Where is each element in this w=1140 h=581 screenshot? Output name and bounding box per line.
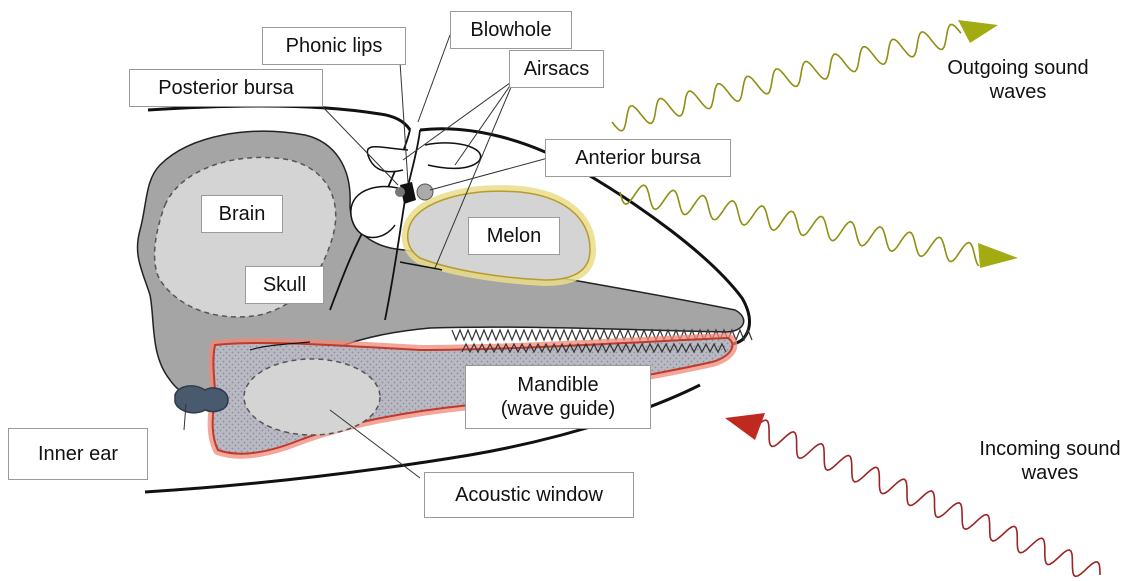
label-inner-ear: Inner ear — [8, 428, 148, 480]
posterior-bursa-shape — [395, 187, 405, 197]
outgoing-arrow-lower — [978, 243, 1018, 268]
label-brain: Brain — [201, 195, 283, 233]
label-mandible: Mandible(wave guide) — [465, 365, 651, 429]
inner-ear-shape — [175, 386, 228, 413]
outgoing-wave-upper — [612, 25, 961, 131]
outgoing-wave-lower — [620, 185, 979, 266]
outgoing-arrow-upper — [958, 20, 998, 43]
anterior-bursa-shape — [417, 184, 433, 200]
label-acoustic-window: Acoustic window — [424, 472, 634, 518]
label-skull: Skull — [245, 266, 324, 304]
head-outline-upper — [148, 106, 410, 130]
airsac-lower — [351, 187, 398, 238]
label-airsacs: Airsacs — [509, 50, 604, 88]
label-melon: Melon — [468, 217, 560, 255]
label-posterior-bursa: Posterior bursa — [129, 69, 323, 107]
label-anterior-bursa: Anterior bursa — [545, 139, 731, 177]
incoming-arrow — [725, 413, 765, 440]
label-blowhole: Blowhole — [450, 11, 572, 49]
airsac-front — [425, 143, 481, 168]
label-phonic-lips: Phonic lips — [262, 27, 406, 65]
acoustic-window-shape — [244, 359, 380, 435]
